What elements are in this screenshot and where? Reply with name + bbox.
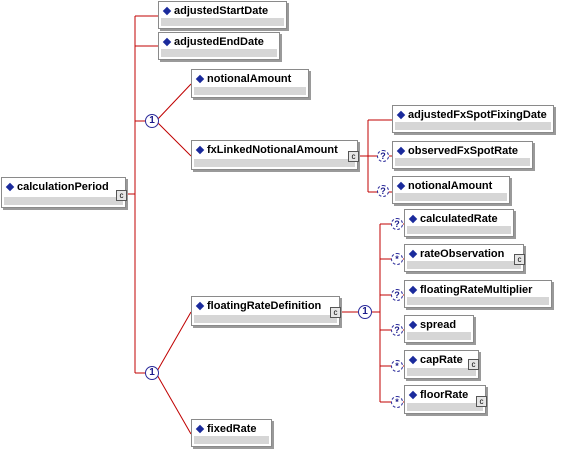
node-fx-notional-amount[interactable]: notionalAmount	[392, 176, 510, 204]
node-adjusted-end-date[interactable]: adjustedEndDate	[158, 32, 280, 60]
node-footer	[407, 226, 511, 234]
element-diamond-icon	[162, 6, 172, 15]
node-footer	[161, 49, 277, 57]
node-label: capRate	[420, 353, 463, 366]
node-adjusted-fx-spot-fixing-date[interactable]: adjustedFxSpotFixingDate	[392, 105, 554, 133]
node-floating-rate-multiplier[interactable]: floatingRateMultiplier	[404, 280, 552, 308]
node-fx-linked-notional-amount[interactable]: fxLinkedNotionalAmount c	[191, 140, 359, 170]
node-observed-fx-spot-rate[interactable]: observedFxSpotRate	[392, 141, 533, 169]
node-footer	[407, 297, 549, 305]
node-floor-rate[interactable]: floorRate c	[404, 385, 487, 414]
zero-or-more-indicator: *	[391, 360, 403, 372]
node-label: floorRate	[420, 388, 469, 401]
zero-or-more-indicator: *	[391, 396, 403, 408]
element-diamond-icon	[408, 390, 418, 399]
node-floating-rate-definition[interactable]: floatingRateDefinition c	[191, 296, 341, 326]
node-adjusted-start-date[interactable]: adjustedStartDate	[158, 1, 287, 29]
element-diamond-icon	[5, 182, 15, 191]
node-label: fixedRate	[207, 422, 257, 435]
element-diamond-icon	[396, 181, 406, 190]
complex-type-icon: c	[330, 307, 341, 318]
node-label: floatingRateDefinition	[207, 299, 322, 312]
node-label: calculationPeriod	[17, 180, 109, 193]
node-footer	[194, 159, 355, 167]
node-fixed-rate[interactable]: fixedRate	[191, 419, 272, 447]
sequence-indicator: 1	[358, 305, 372, 319]
node-rate-observation[interactable]: rateObservation c	[404, 244, 525, 272]
element-diamond-icon	[195, 145, 205, 154]
node-label: fxLinkedNotionalAmount	[207, 143, 338, 156]
choice-indicator-rate: 1	[145, 366, 159, 380]
choice-indicator-notional: 1	[145, 114, 159, 128]
node-label: floatingRateMultiplier	[420, 283, 533, 296]
element-diamond-icon	[195, 74, 205, 83]
node-spread[interactable]: spread	[404, 315, 474, 343]
connector-fx-linked	[155, 120, 192, 157]
connector-fixed	[155, 372, 192, 435]
node-footer	[395, 122, 551, 130]
connector-notional-amount	[155, 83, 192, 122]
node-footer	[161, 18, 284, 26]
complex-type-icon: c	[348, 151, 359, 162]
element-diamond-icon	[162, 37, 172, 46]
optional-indicator: ?	[391, 289, 403, 301]
element-diamond-icon	[408, 214, 418, 223]
node-footer	[194, 315, 337, 323]
node-footer	[4, 197, 123, 205]
node-footer	[407, 403, 483, 411]
node-footer	[407, 261, 521, 269]
node-label: notionalAmount	[207, 72, 292, 85]
node-calculated-rate[interactable]: calculatedRate	[404, 209, 514, 237]
complex-type-icon: c	[116, 190, 127, 201]
optional-indicator: ?	[377, 150, 389, 162]
node-label: observedFxSpotRate	[408, 144, 519, 157]
node-label: adjustedStartDate	[174, 4, 269, 17]
optional-indicator: ?	[391, 324, 403, 336]
element-diamond-icon	[408, 249, 418, 258]
node-footer	[395, 193, 507, 201]
complex-type-icon: c	[468, 359, 479, 370]
connector-floating	[155, 311, 192, 374]
element-diamond-icon	[408, 355, 418, 364]
optional-indicator: ?	[391, 218, 403, 230]
element-diamond-icon	[396, 110, 406, 119]
node-footer	[194, 436, 269, 444]
element-diamond-icon	[396, 146, 406, 155]
node-label: notionalAmount	[408, 179, 493, 192]
node-footer	[407, 332, 471, 340]
node-calculation-period[interactable]: calculationPeriod c	[1, 177, 127, 208]
element-diamond-icon	[408, 320, 418, 329]
zero-or-more-indicator: *	[391, 253, 403, 265]
node-notional-amount[interactable]: notionalAmount	[191, 69, 309, 98]
optional-indicator: ?	[377, 185, 389, 197]
node-label: adjustedFxSpotFixingDate	[408, 108, 547, 121]
node-footer	[194, 87, 306, 95]
element-diamond-icon	[195, 424, 205, 433]
element-diamond-icon	[195, 301, 205, 310]
element-diamond-icon	[408, 285, 418, 294]
node-label: calculatedRate	[420, 212, 498, 225]
node-cap-rate[interactable]: capRate c	[404, 350, 479, 379]
complex-type-icon: c	[476, 396, 487, 407]
node-footer	[407, 368, 476, 376]
node-label: rateObservation	[420, 247, 505, 260]
node-label: adjustedEndDate	[174, 35, 264, 48]
node-label: spread	[420, 318, 457, 331]
node-footer	[395, 158, 530, 166]
complex-type-icon: c	[514, 254, 525, 265]
